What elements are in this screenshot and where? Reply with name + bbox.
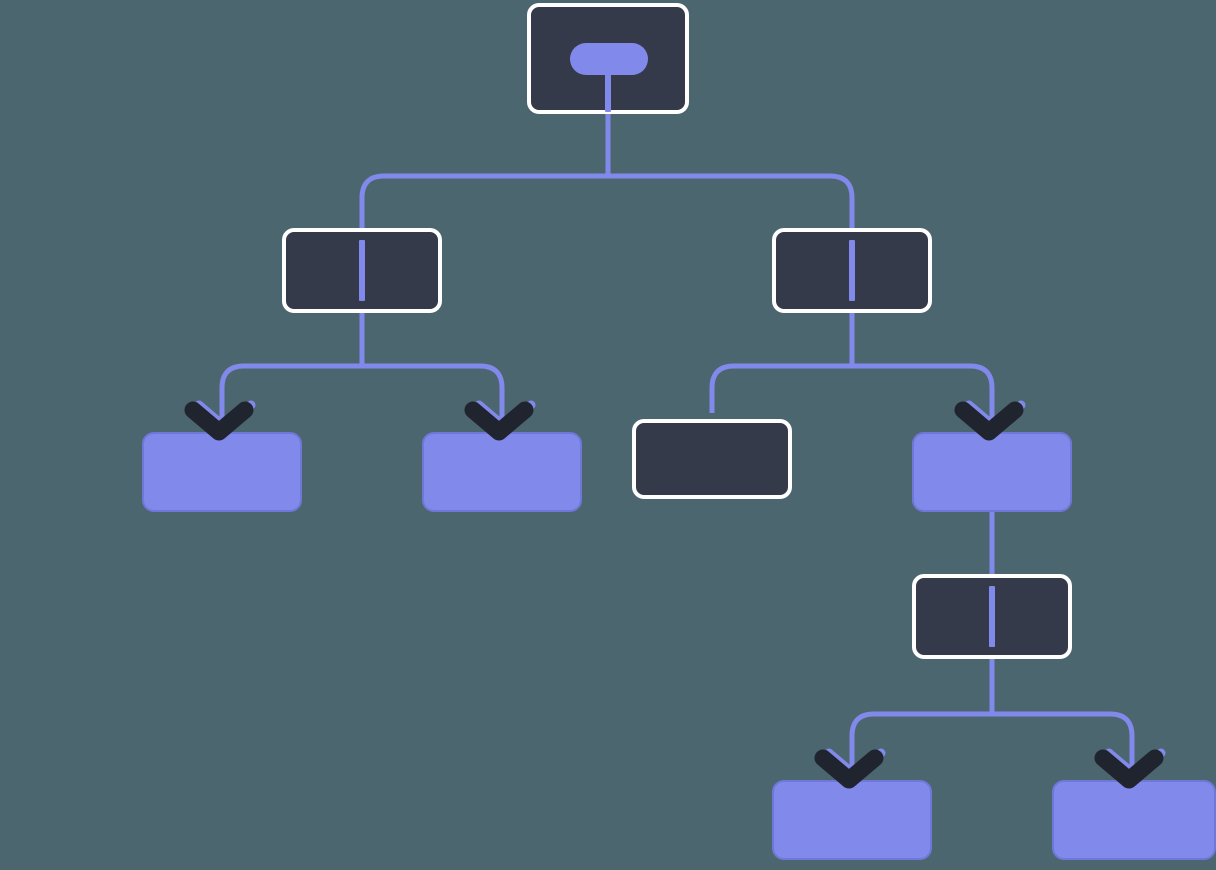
leaf-node-1[interactable] [142, 432, 302, 512]
leaf-node-2[interactable] [422, 432, 582, 512]
level1-left-node-glyph [359, 240, 365, 301]
empty-dark-node[interactable] [632, 419, 792, 499]
branch-node[interactable] [912, 432, 1072, 512]
level1-right-node-glyph [849, 240, 855, 301]
leaf-node-4[interactable] [1052, 780, 1216, 860]
root-node-stem [605, 55, 611, 112]
level3-dark-node-glyph [989, 586, 995, 647]
leaf-node-3[interactable] [772, 780, 932, 860]
